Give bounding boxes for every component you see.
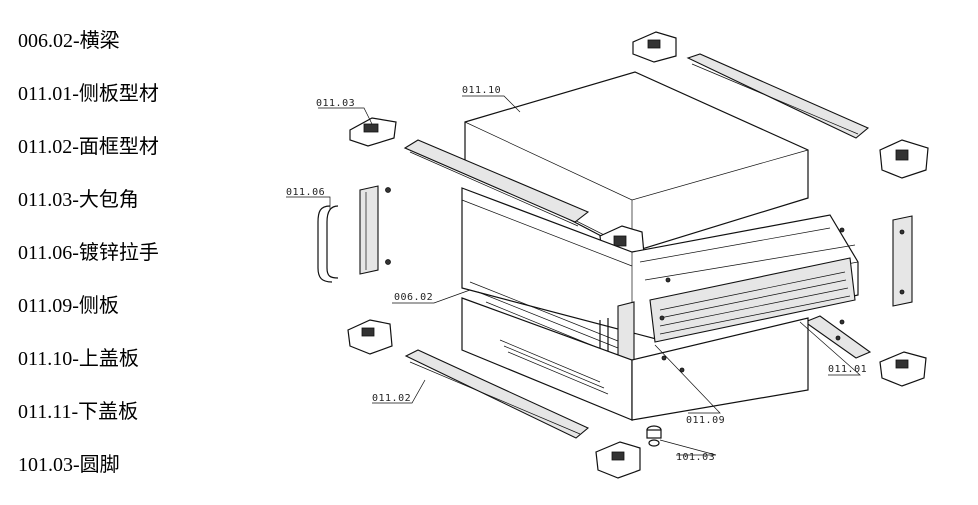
corner-piece-bottom — [595, 441, 641, 479]
legend-item-011-06: 011.06-镀锌拉手 — [18, 242, 159, 264]
callout-011-10: 011.10 — [462, 85, 501, 96]
legend-item-101-03: 101.03-圆脚 — [18, 454, 120, 476]
corner-piece-right — [879, 139, 929, 179]
legend-item-011-10: 011.10-上盖板 — [18, 348, 139, 370]
legend-item-011-11: 011.11-下盖板 — [18, 401, 139, 423]
screws — [659, 227, 845, 373]
callout-011-06: 011.06 — [286, 187, 325, 198]
side-bracket-left — [359, 185, 391, 275]
parts-legend: 006.02-横梁 011.01-侧板型材 011.02-面框型材 011.03… — [18, 28, 318, 505]
front-frame-profile-top — [403, 139, 590, 227]
corner-piece-top — [632, 31, 677, 63]
side-profile-rails — [649, 257, 856, 343]
callout-006-02: 006.02 — [394, 292, 433, 303]
callout-101-03: 101.03 — [676, 452, 715, 463]
front-frame-profile-bottom — [404, 349, 590, 439]
corner-piece-lower-right — [879, 351, 927, 387]
legend-item-011-09: 011.09-侧板 — [18, 295, 119, 317]
callout-011-03: 011.03 — [316, 98, 355, 109]
legend-item-011-03: 011.03-大包角 — [18, 189, 139, 211]
handle-part — [317, 205, 339, 283]
bottom-cover-part — [461, 297, 809, 421]
legend-item-011-01: 011.01-侧板型材 — [18, 83, 159, 105]
rear-beam-top — [686, 53, 870, 139]
legend-item-011-02: 011.02-面框型材 — [18, 136, 159, 158]
callout-011-01: 011.01 — [828, 364, 867, 375]
corner-piece-upper-left — [349, 117, 397, 147]
round-foot-part — [646, 425, 662, 447]
legend-item-006-02: 006.02-横梁 — [18, 30, 120, 52]
corner-piece-lower-left — [347, 319, 393, 355]
leader-lines — [286, 95, 861, 456]
side-bracket-right — [892, 215, 913, 307]
callout-011-09: 011.09 — [686, 415, 725, 426]
callout-011-02: 011.02 — [372, 393, 411, 404]
